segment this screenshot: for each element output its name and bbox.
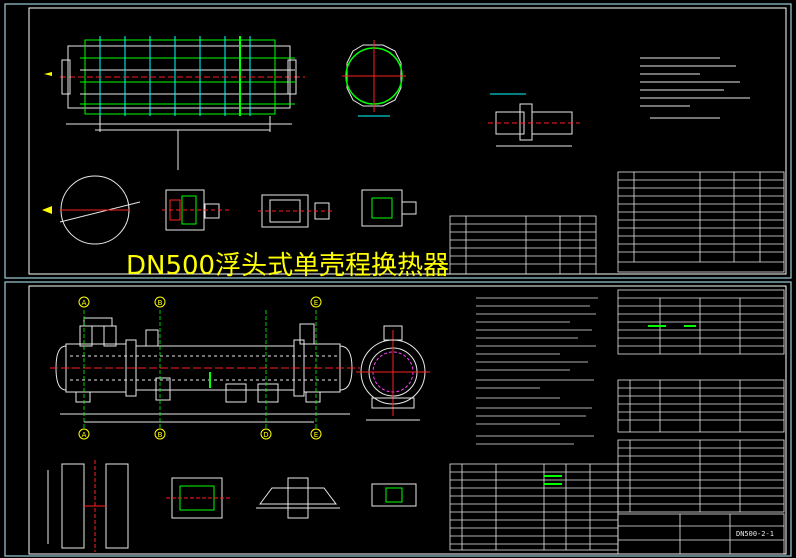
technical-requirements: [476, 297, 598, 445]
callout-e-top: [310, 296, 322, 308]
callout-e-label: E: [314, 299, 318, 307]
title-block: [617, 513, 785, 555]
callout-b-top: [154, 296, 166, 308]
sheet-number: DN500-2-1: [736, 530, 774, 538]
upper-sheet-border: [4, 3, 792, 279]
tube-bundle-elevation: [44, 36, 305, 170]
upper-sheet: [4, 3, 792, 279]
callout-d-bottom-label: D: [263, 431, 268, 439]
lower-sheet-border: [4, 281, 792, 557]
callout-b-label: B: [158, 299, 163, 307]
upper-sheet-inner-frame: [28, 7, 787, 275]
heat-exchanger-elevation: [50, 310, 360, 428]
callout-markers: A B E A B D E: [78, 296, 322, 440]
callout-a-bottom: [78, 428, 90, 440]
baffle-section-view: [342, 40, 406, 117]
callout-b-bottom-label: B: [158, 431, 163, 439]
callout-a-label: A: [82, 299, 87, 307]
callout-a-top: [78, 296, 90, 308]
nozzle-table: [617, 379, 785, 433]
callout-a-bottom-label: A: [82, 431, 87, 439]
detail-tubesheet: [47, 460, 129, 552]
callout-e-bottom: [310, 428, 322, 440]
flange-detail-2: [258, 194, 334, 228]
parts-list-upper: [449, 171, 785, 275]
nozzle-detail: [361, 189, 417, 227]
lower-sheet: A B E A B D E: [4, 281, 792, 557]
tie-rod-detail: [488, 93, 580, 147]
callout-e-bottom-label: E: [314, 431, 318, 439]
detail-flange-joint: [166, 477, 230, 519]
drawing-title: DN500浮头式单壳程换热器: [126, 251, 450, 281]
callout-b-bottom: [154, 428, 166, 440]
callout-d-bottom: [260, 428, 272, 440]
design-data-table: [617, 289, 785, 355]
detail-gasket: [371, 483, 417, 507]
technical-notes-upper: [640, 57, 750, 119]
lower-sheet-inner-frame: [28, 285, 787, 555]
parts-list-lower: [449, 439, 785, 551]
end-view-section: [356, 325, 430, 421]
tubesheet-circle-detail: [42, 175, 141, 245]
detail-floating-head: [256, 477, 340, 519]
flange-detail-1: [162, 189, 230, 231]
